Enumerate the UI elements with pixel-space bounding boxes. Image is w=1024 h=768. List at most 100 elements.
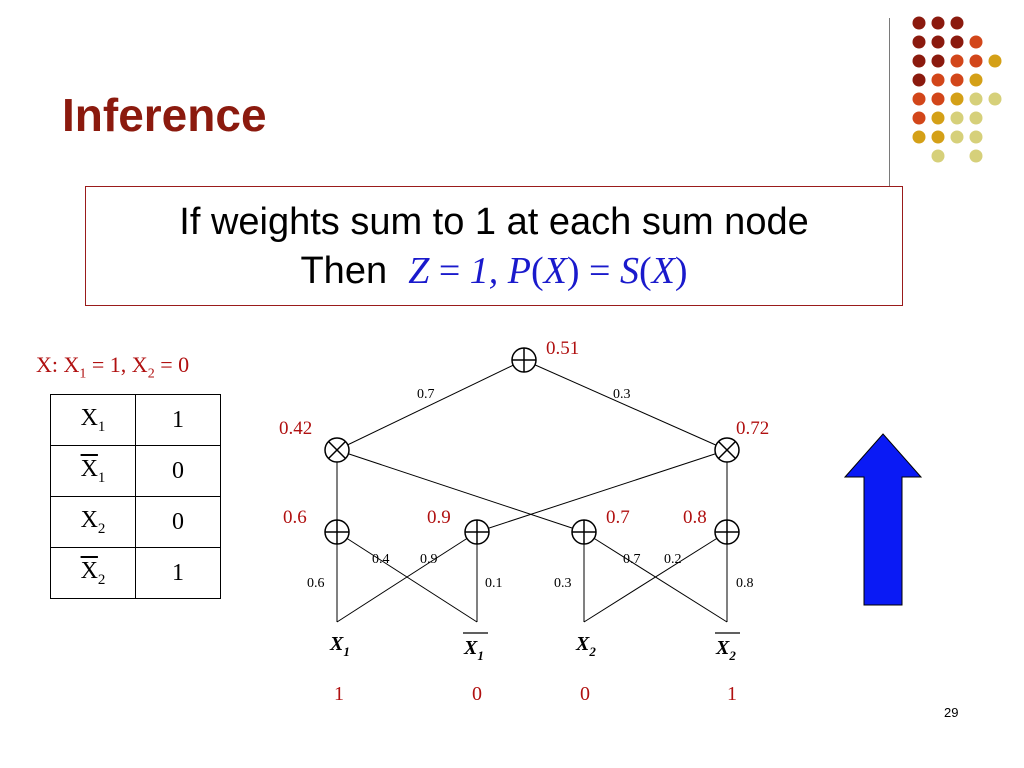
var-sub: 1 [97, 418, 106, 435]
decorative-dot [950, 92, 964, 106]
evidence-suffix: = 0 [154, 352, 190, 377]
arrow-up-icon [843, 433, 923, 606]
evidence-sub2: 2 [147, 366, 155, 382]
weight-s1-x1: 0.6 [307, 576, 325, 591]
formula: Z = 1, P(X) = S(X) [408, 250, 688, 292]
sum2-value: 0.9 [427, 507, 451, 528]
leaf-nx2-value: 1 [727, 683, 737, 705]
var-letter: X [80, 506, 98, 533]
edge-pl-s3 [336, 449, 585, 533]
root-value: 0.51 [546, 338, 579, 359]
table-var-cell: X2 [50, 496, 136, 548]
decorative-dot [931, 35, 945, 49]
decorative-dot [969, 35, 983, 49]
decorative-dot [931, 54, 945, 68]
spn-edges [336, 359, 728, 623]
decorative-dot [988, 54, 1002, 68]
sum4-value: 0.8 [683, 507, 707, 528]
statement-line-2: Then Z = 1, P(X) = S(X) [86, 249, 902, 293]
decorative-dot [950, 54, 964, 68]
circle-plus-icon [571, 519, 597, 545]
weight-s1-nx1: 0.4 [372, 552, 390, 567]
evidence-sub1: 1 [79, 366, 87, 382]
leaf-not-x2: X2 [715, 637, 736, 663]
edge-root-left [336, 359, 525, 451]
decorative-dot [931, 73, 945, 87]
decorative-dot [931, 111, 945, 125]
decorative-dot [950, 35, 964, 49]
weight-s4-nx2: 0.8 [736, 576, 754, 591]
table-row: X1 0 [50, 445, 221, 497]
decorative-dot [912, 73, 926, 87]
circle-plus-icon [324, 519, 350, 545]
table-value-cell: 1 [135, 547, 221, 599]
decorative-dot [969, 111, 983, 125]
decorative-dot [950, 16, 964, 30]
table-var-cell: X2 [50, 547, 136, 599]
decorative-dot [912, 16, 926, 30]
table-row: X2 0 [50, 496, 221, 548]
decorative-dot [912, 92, 926, 106]
circle-times-icon [324, 437, 350, 463]
truth-table: X1 1 X1 0 X2 0 X2 1 [50, 394, 221, 599]
leaf-nx2-sub: 2 [728, 648, 736, 663]
x-symbol-1: X [543, 250, 567, 292]
leaf-x2-letter: X [575, 633, 590, 655]
sum1-value: 0.6 [283, 507, 307, 528]
var-letter-negated: X [80, 557, 98, 584]
s-symbol: S [619, 250, 639, 292]
edge-root-right [523, 359, 728, 451]
decorative-dot [950, 111, 964, 125]
p-symbol: P [507, 250, 532, 292]
decorative-dot [912, 111, 926, 125]
circle-plus-icon [464, 519, 490, 545]
statement-box: If weights sum to 1 at each sum node The… [85, 186, 903, 306]
evidence-prefix: X: X [36, 352, 80, 377]
var-letter: X [80, 404, 98, 431]
leaf-nx1-sub: 1 [477, 648, 484, 663]
weight-s4-x2: 0.2 [664, 552, 682, 567]
slide-title: Inference [62, 89, 267, 141]
decorative-dot [931, 130, 945, 144]
decorative-dot [969, 54, 983, 68]
var-sub: 2 [97, 571, 106, 588]
decorative-dot [931, 149, 945, 163]
leaf-x1: X1 [329, 633, 350, 659]
statement-line-1: If weights sum to 1 at each sum node [179, 201, 809, 243]
decorative-dot [912, 35, 926, 49]
decorative-dot [969, 92, 983, 106]
leaf-nx1-letter: X [463, 637, 478, 659]
prod-left-value: 0.42 [279, 418, 312, 439]
decorative-dot [931, 16, 945, 30]
table-value-cell: 0 [135, 445, 221, 497]
leaf-x1-letter: X [329, 633, 344, 655]
table-row: X2 1 [50, 547, 221, 599]
leaf-nx2-letter: X [715, 637, 730, 659]
circle-times-icon [714, 437, 740, 463]
leaf-x2-value: 0 [580, 683, 590, 705]
then-word: Then [300, 250, 388, 292]
leaf-x1-value: 1 [334, 683, 344, 705]
sum3-value: 0.7 [606, 507, 630, 528]
z-value: 1, [469, 250, 499, 292]
evidence-caption: X: X1 = 1, X2 = 0 [36, 352, 189, 382]
table-value-cell: 1 [135, 394, 221, 446]
decorative-dot [931, 92, 945, 106]
leaf-x2-sub: 2 [588, 644, 596, 659]
edge-s4-x2 [583, 531, 728, 623]
var-letter-negated: X [80, 455, 98, 482]
z-symbol: Z [408, 250, 430, 292]
leaf-nx1-value: 0 [472, 683, 482, 705]
x-symbol-2: X [651, 250, 675, 292]
decorative-dot-grid [912, 16, 1002, 163]
decorative-dot [969, 73, 983, 87]
leaf-x2: X2 [575, 633, 596, 659]
decorative-dot [969, 149, 983, 163]
decorative-dot [912, 54, 926, 68]
decorative-dot [950, 130, 964, 144]
var-sub: 2 [97, 520, 106, 537]
weight-root-left: 0.7 [417, 387, 435, 402]
decorative-dot [969, 130, 983, 144]
leaf-not-x1: X1 [463, 637, 484, 663]
